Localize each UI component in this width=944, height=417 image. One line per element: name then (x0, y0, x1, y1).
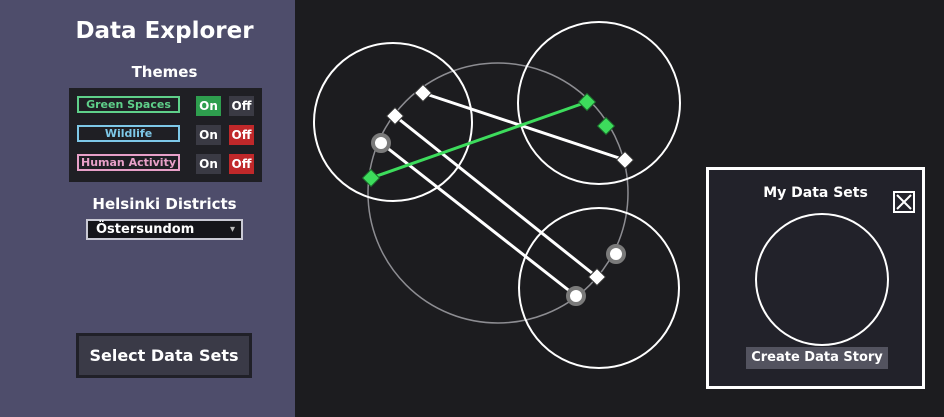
theme-row-green-spaces: Green Spaces On Off (77, 96, 257, 116)
link-line (394, 114, 598, 279)
select-data-sets-button[interactable]: Select Data Sets (76, 333, 252, 378)
network-canvas (313, 21, 681, 369)
cluster-circle-left[interactable] (313, 42, 473, 202)
district-dropdown[interactable]: Östersundom ▾ (86, 219, 243, 240)
theme-label-human-activity: Human Activity (77, 154, 180, 171)
wildlife-on-button[interactable]: On (196, 125, 221, 145)
create-data-story-button[interactable]: Create Data Story (746, 347, 888, 369)
themes-title: Themes (131, 63, 198, 81)
link-line (422, 91, 626, 162)
diamond-node[interactable] (385, 106, 405, 126)
data-set-drop-zone[interactable] (755, 213, 889, 346)
diamond-node-green[interactable] (577, 92, 597, 112)
district-selected-value: Östersundom (96, 222, 195, 237)
link-line (380, 141, 577, 298)
app-title: Data Explorer (75, 18, 254, 44)
diamond-node[interactable] (615, 150, 635, 170)
human-activity-off-button[interactable]: Off (229, 154, 254, 174)
theme-row-wildlife: Wildlife On Off (77, 125, 257, 145)
diamond-node-green[interactable] (361, 168, 381, 188)
districts-title: Helsinki Districts (92, 195, 237, 213)
cluster-circle-bottom-right[interactable] (518, 207, 680, 369)
green-spaces-off-button[interactable]: Off (229, 96, 254, 116)
diamond-node-green[interactable] (596, 116, 616, 136)
diamond-node[interactable] (587, 267, 607, 287)
themes-panel: Green Spaces On Off Wildlife On Off Huma… (69, 88, 262, 182)
close-button[interactable] (893, 191, 915, 213)
link-line-green (370, 100, 588, 180)
circle-node[interactable] (606, 244, 626, 264)
panel-title: My Data Sets (763, 185, 868, 201)
theme-label-green-spaces: Green Spaces (77, 96, 180, 113)
chevron-down-icon: ▾ (229, 224, 235, 235)
outer-ring (367, 62, 629, 324)
theme-label-wildlife: Wildlife (77, 125, 180, 142)
theme-row-human-activity: Human Activity On Off (77, 154, 257, 174)
green-spaces-on-button[interactable]: On (196, 96, 221, 116)
close-icon (896, 194, 912, 210)
circle-node[interactable] (566, 286, 586, 306)
human-activity-on-button[interactable]: On (196, 154, 221, 174)
diamond-node[interactable] (413, 83, 433, 103)
my-data-sets-panel: My Data Sets Create Data Story (706, 167, 925, 389)
wildlife-off-button[interactable]: Off (229, 125, 254, 145)
cluster-circle-top-right[interactable] (517, 21, 681, 185)
circle-node[interactable] (371, 133, 391, 153)
